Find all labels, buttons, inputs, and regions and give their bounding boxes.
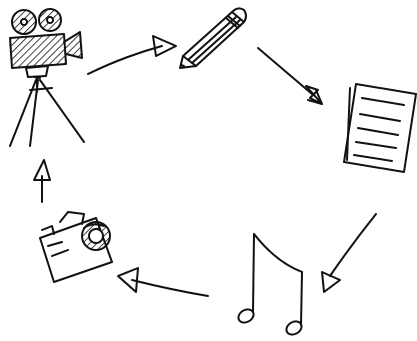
arrow-photo-to-movie-camera	[34, 160, 50, 202]
movie-camera-on-tripod-icon	[10, 9, 84, 146]
music-note-icon	[236, 234, 304, 337]
arrow-camera-to-pencil	[88, 36, 176, 74]
arrow-pencil-to-paper	[258, 48, 322, 104]
photo-camera-icon	[40, 212, 112, 282]
arrow-paper-to-music	[322, 214, 376, 292]
lined-paper-icon	[344, 84, 416, 172]
arrow-music-to-camera	[118, 268, 208, 296]
pencil-icon	[180, 8, 246, 68]
